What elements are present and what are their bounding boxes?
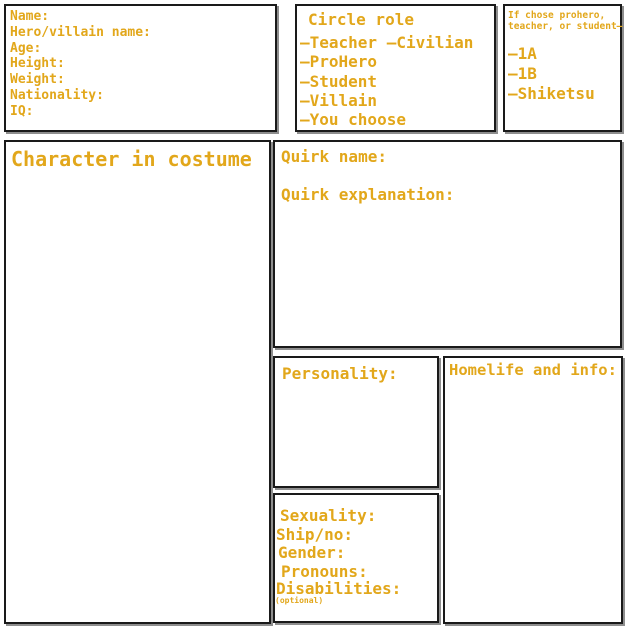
option-prohero: –ProHero (300, 52, 378, 72)
school-options: –1A –1B –Shiketsu (508, 44, 620, 104)
field-nationality-label: Nationality: (10, 87, 104, 103)
option-1a: –1A (508, 44, 537, 63)
disabilities-label: Disabilities: (276, 579, 402, 598)
field-hero-villain-name-label: Hero/villain name: (10, 24, 151, 40)
identity-box: Sexuality: Ship/no: Gender: Pronouns: Di… (273, 493, 439, 623)
field-name-label: Name: (10, 9, 50, 24)
optional-note: (optional) (275, 596, 324, 605)
sexuality-label: Sexuality: (280, 506, 377, 525)
option-1b: –1B (508, 64, 537, 83)
option-shiketsu: –Shiketsu (508, 84, 595, 103)
circle-role-options: –Teacher –Civilian –ProHero –Student –Vi… (300, 33, 494, 129)
costume-title: Character in costume (11, 147, 252, 171)
circle-role-title: Circle role (308, 10, 414, 29)
field-iq-label: IQ: (10, 103, 34, 119)
school-note-line1: If chose prohero, (508, 10, 606, 21)
personality-label: Personality: (282, 364, 398, 383)
option-you-choose: –You choose (300, 110, 406, 130)
option-villain: –Villain (300, 90, 378, 110)
ship-label: Ship/no: (276, 524, 354, 544)
bio-box: Name: Hero/villain name: Age: Height: We… (4, 4, 277, 132)
circle-role-box: Circle role –Teacher –Civilian –ProHero … (295, 4, 496, 132)
field-age-label: Age: (10, 40, 42, 56)
field-height-label: Height: (10, 56, 65, 72)
costume-drawing-box: Character in costume (4, 140, 271, 624)
option-student: –Student (300, 71, 378, 91)
school-note-line2: teacher, or student– (508, 21, 623, 32)
gender-label: Gender: (278, 543, 346, 562)
quirk-name-label: Quirk name: (281, 147, 387, 166)
school-note: If chose prohero, teacher, or student– (505, 6, 623, 32)
pronouns-label: Pronouns: (281, 561, 368, 581)
personality-box: Personality: (273, 356, 439, 488)
quirk-explanation-label: Quirk explanation: (281, 184, 455, 204)
quirk-box: Quirk name: Quirk explanation: (273, 140, 622, 348)
school-box: If chose prohero, teacher, or student– –… (503, 4, 622, 132)
homelife-label: Homelife and info: (449, 361, 617, 379)
homelife-box: Homelife and info: (443, 356, 623, 624)
field-weight-label: Weight: (10, 72, 65, 88)
option-teacher-civilian: –Teacher –Civilian (300, 33, 474, 52)
